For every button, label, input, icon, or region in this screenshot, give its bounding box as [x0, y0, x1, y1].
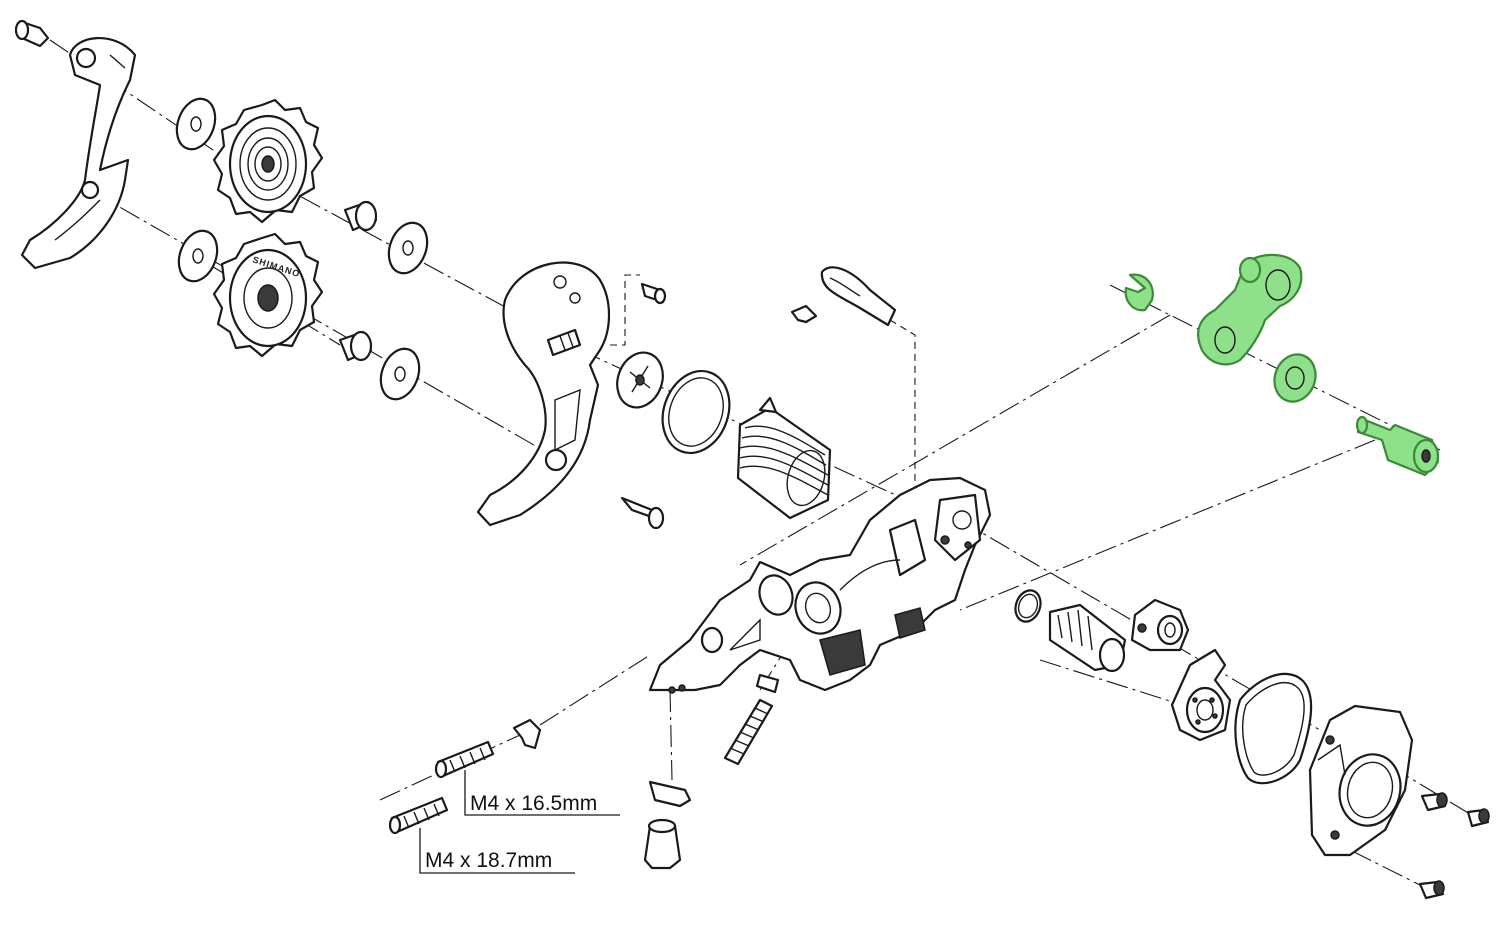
inner-cage-plate — [476, 261, 610, 527]
cage-pins — [620, 282, 667, 530]
right-small-parts — [1014, 589, 1190, 673]
body-bolts — [643, 673, 780, 870]
star-washer — [616, 351, 664, 409]
seal-ring — [661, 369, 731, 455]
ratchet-piece — [1170, 648, 1232, 742]
cable-clip — [790, 266, 897, 327]
torsion-spring — [736, 396, 832, 520]
highlighted-link-assembly — [1124, 253, 1440, 477]
highlighted-washer — [1273, 353, 1317, 403]
leader-line-lower — [419, 828, 575, 874]
bolt-label-lower: M4 x 18.7mm — [425, 849, 552, 872]
highlighted-e-clip — [1124, 273, 1154, 312]
lower-pulley: SHIMANO — [212, 232, 324, 358]
cover-screws — [1418, 792, 1490, 900]
upper-pulley — [212, 98, 324, 224]
labelled-bolts: M4 x 16.5mm M4 x 18.7mm — [388, 718, 620, 874]
highlighted-link-arm — [1197, 253, 1303, 366]
washers-left — [175, 97, 219, 283]
bushings — [338, 200, 429, 401]
top-pin — [14, 19, 50, 48]
derailleur-main-body — [648, 476, 992, 694]
outer-cage-plate — [20, 37, 137, 270]
cover-plate — [1308, 704, 1414, 857]
bolt-label-upper: M4 x 16.5mm — [470, 792, 597, 815]
leader-line-upper — [464, 770, 620, 816]
gasket — [1234, 672, 1313, 785]
